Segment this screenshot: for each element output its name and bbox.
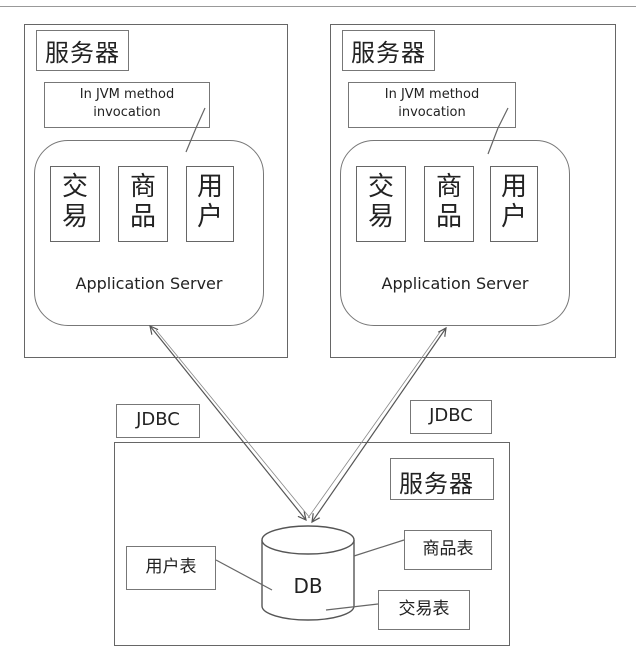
right-module-user: 用 户 <box>490 166 538 242</box>
left-module-trade: 交 易 <box>50 166 100 242</box>
right-server-label: 服务器 <box>342 30 435 71</box>
right-jvm-note-line2: invocation <box>398 105 466 120</box>
left-application-server-label: Application Server <box>75 274 223 293</box>
user-table-connector <box>215 559 273 591</box>
left-jvm-note: In JVM method invocation <box>44 82 210 128</box>
left-module-user-char1: 用 <box>196 172 223 202</box>
left-module-user: 用 户 <box>186 166 234 242</box>
user-table-label: 用户表 <box>126 546 216 590</box>
right-module-user-char1: 用 <box>500 172 527 202</box>
right-note-pointer <box>487 107 509 155</box>
left-module-user-char2: 户 <box>196 202 223 232</box>
right-module-trade-char2: 易 <box>367 202 394 232</box>
left-module-trade-char1: 交 <box>61 172 88 202</box>
right-module-product-char2: 品 <box>435 202 462 232</box>
right-jdbc-arrow-inner <box>307 331 441 519</box>
left-module-trade-char2: 易 <box>61 202 88 232</box>
right-module-product-char1: 商 <box>435 172 462 202</box>
trade-table-label: 交易表 <box>378 590 470 630</box>
left-jdbc-arrow-inner <box>155 329 311 519</box>
left-note-pointer <box>185 107 206 153</box>
top-border-line <box>0 6 636 7</box>
trade-table-connector <box>325 603 379 611</box>
right-module-user-char2: 户 <box>500 202 527 232</box>
product-table-connector <box>353 539 405 557</box>
right-application-server-label: Application Server <box>381 274 529 293</box>
left-module-product: 商 品 <box>118 166 168 242</box>
right-module-trade-char1: 交 <box>367 172 394 202</box>
right-module-trade: 交 易 <box>356 166 406 242</box>
db-label: DB <box>293 574 323 598</box>
left-jvm-note-line2: invocation <box>93 105 161 120</box>
right-module-product: 商 品 <box>424 166 474 242</box>
db-cylinder <box>261 525 355 621</box>
right-jvm-note: In JVM method invocation <box>348 82 516 128</box>
right-jvm-note-line1: In JVM method <box>384 87 480 102</box>
left-module-product-char2: 品 <box>129 202 156 232</box>
left-jdbc-arrow <box>150 326 306 520</box>
right-jdbc-arrow <box>312 328 446 522</box>
left-server-label: 服务器 <box>36 30 129 71</box>
product-table-label: 商品表 <box>404 530 492 570</box>
left-jvm-note-line1: In JVM method <box>79 87 175 102</box>
left-module-product-char1: 商 <box>129 172 156 202</box>
